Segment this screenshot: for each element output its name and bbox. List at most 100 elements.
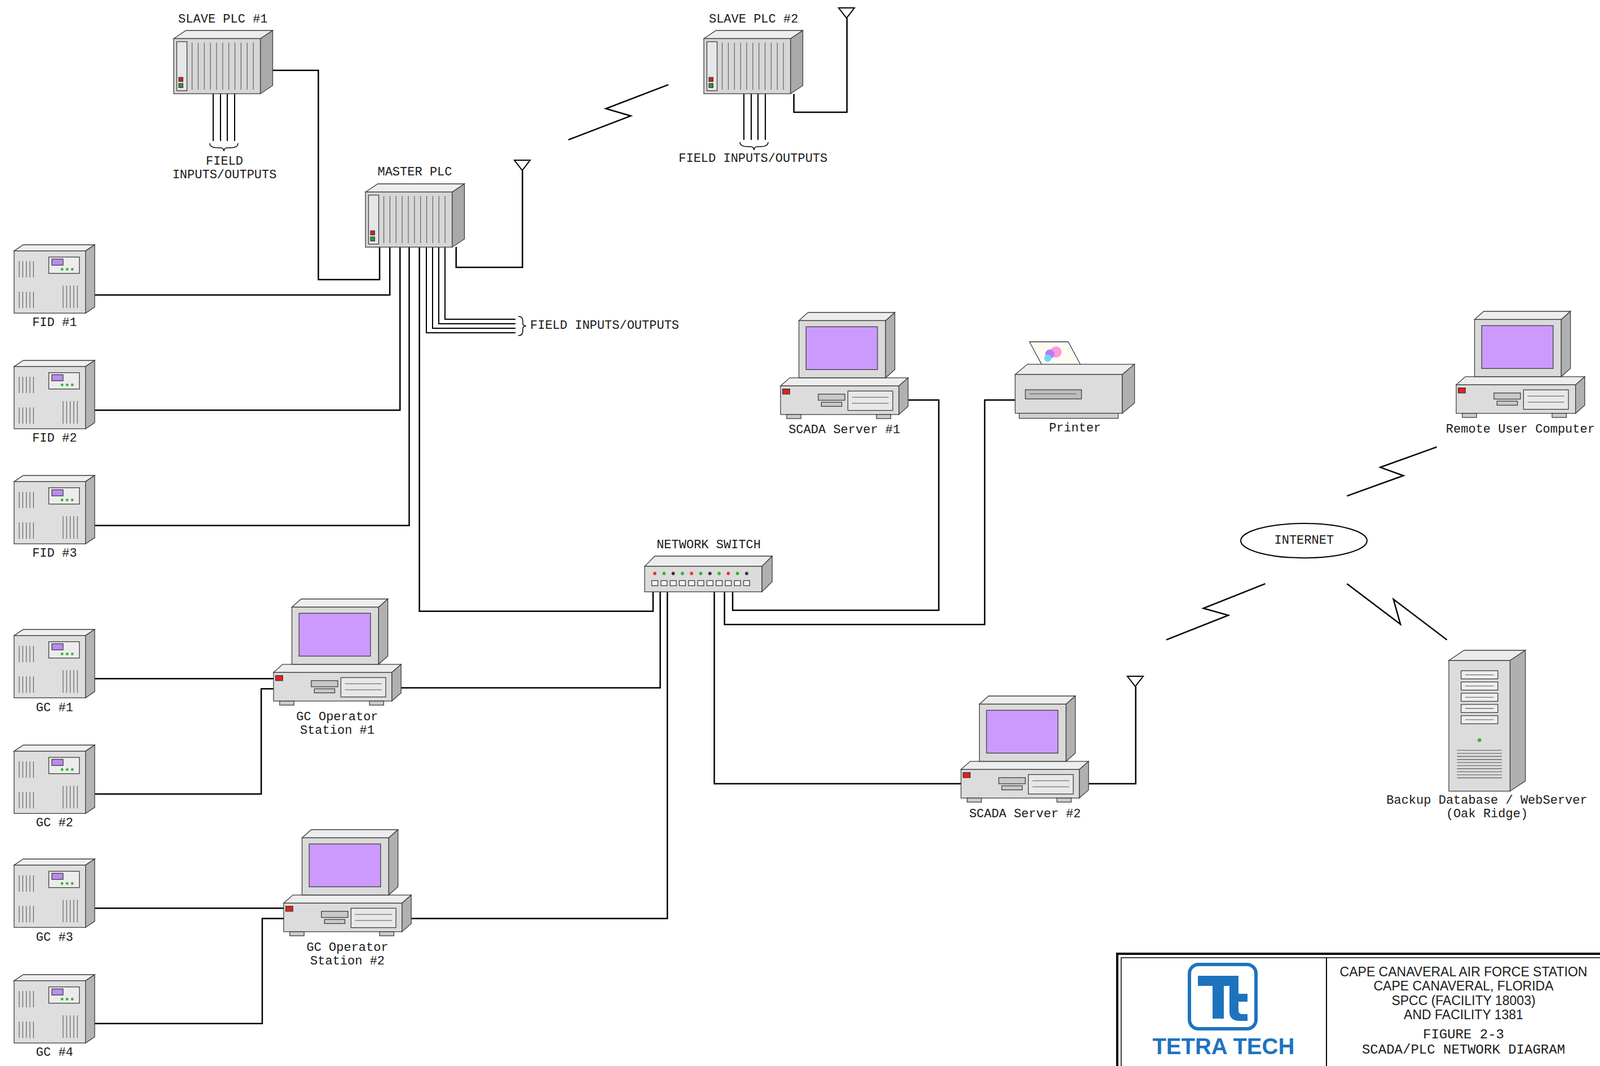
- grill-line: [852, 396, 889, 398]
- grill-line: [432, 195, 434, 243]
- grill-line: [777, 42, 778, 90]
- grill-line: [73, 785, 75, 809]
- network-switch-icon: [644, 556, 773, 592]
- led: [71, 997, 74, 1001]
- title-block-border: [1117, 953, 1600, 1066]
- connector: [272, 70, 380, 280]
- analyzer-front: [14, 865, 86, 928]
- device-label: SLAVE PLC #1: [178, 12, 268, 27]
- grill-line: [25, 522, 27, 539]
- connector: [724, 399, 1016, 625]
- grill-line: [33, 761, 34, 778]
- grill-line: [1456, 777, 1502, 778]
- device-label: GC #2: [36, 816, 74, 831]
- housing-face: [979, 695, 1076, 704]
- grill-line: [216, 42, 217, 90]
- grill-line: [25, 261, 27, 278]
- housing-face: [85, 475, 95, 544]
- grill-line: [63, 670, 64, 694]
- connector: [94, 907, 284, 910]
- analyzer-icon: [14, 745, 95, 814]
- grill-line: [345, 683, 382, 685]
- drive-bay: [311, 680, 338, 687]
- field-io-label: FIELD INPUTS/OUTPUTS: [678, 152, 828, 166]
- housing-face: [703, 30, 804, 39]
- grill-line: [33, 407, 34, 424]
- grill-line: [389, 195, 391, 243]
- grill-line: [734, 42, 735, 90]
- grill-line: [1456, 752, 1502, 754]
- led: [60, 997, 64, 1001]
- led: [65, 267, 69, 271]
- grill-line: [209, 42, 211, 90]
- cpu-module: [707, 41, 718, 91]
- housing-face: [790, 30, 804, 94]
- led: [681, 571, 685, 576]
- grill-line: [33, 645, 34, 663]
- connector: [1346, 446, 1437, 496]
- grill-line: [197, 42, 198, 90]
- grill-line: [66, 785, 68, 809]
- led: [71, 383, 74, 387]
- led: [690, 571, 694, 576]
- title-block-border: [1121, 957, 1600, 1066]
- grill-line: [22, 376, 24, 394]
- connector: [94, 677, 274, 680]
- led: [60, 267, 64, 271]
- grill-line: [25, 376, 27, 394]
- led: [699, 571, 703, 576]
- grill-line: [29, 522, 31, 539]
- grill-line: [66, 1015, 68, 1038]
- device-label: Remote User Computer: [1446, 422, 1595, 437]
- grill-line: [19, 761, 20, 778]
- housing-face: [14, 745, 95, 752]
- grill-line: [426, 195, 427, 243]
- drive-bay: [1496, 400, 1518, 405]
- logo-letter: [1229, 983, 1248, 1021]
- housing-face: [961, 761, 1089, 770]
- grill-line: [29, 906, 31, 923]
- grill-line: [1527, 401, 1565, 403]
- drive-bay: [998, 777, 1026, 784]
- grill-line: [25, 990, 27, 1008]
- connector: [94, 688, 274, 794]
- plc: SLAVE PLC #2: [703, 12, 804, 94]
- grill-line: [33, 522, 34, 539]
- monitor-screen: [805, 326, 878, 370]
- port: [725, 580, 732, 586]
- computer: Remote User Computer: [1446, 311, 1595, 437]
- antenna: [514, 160, 531, 171]
- housing-face: [898, 377, 909, 414]
- network-switch: NETWORK SWITCH: [644, 538, 773, 593]
- monitor-screen: [298, 613, 371, 656]
- paper-slot: [1025, 389, 1082, 399]
- display-screen: [51, 374, 64, 381]
- led: [708, 571, 712, 576]
- grill-line: [1029, 393, 1077, 395]
- grill-line: [22, 676, 24, 694]
- display-screen: [51, 988, 64, 995]
- led: [726, 571, 731, 576]
- title-block-line: SPCC (FACILITY 18003): [1391, 993, 1536, 1008]
- port: [651, 580, 659, 586]
- computer-icon: [273, 598, 401, 708]
- grill-line: [22, 407, 24, 424]
- grill-line: [22, 761, 24, 778]
- display-screen: [51, 759, 64, 766]
- grill-line: [444, 195, 445, 243]
- housing-face: [273, 664, 401, 673]
- grill-line: [759, 42, 760, 90]
- grill-line: [29, 491, 31, 509]
- field-wire: [212, 93, 214, 141]
- field-io-label: FIELD INPUTS/OUTPUTS: [168, 155, 281, 183]
- connector: [411, 591, 668, 919]
- server-front: [1448, 660, 1511, 792]
- connector: [419, 247, 654, 612]
- display-screen: [51, 489, 64, 496]
- power-led: [782, 388, 791, 394]
- grill-line: [420, 195, 421, 243]
- grill-line: [77, 516, 78, 539]
- device-label: GC Operator Station #2: [283, 941, 412, 969]
- device-label: MASTER PLC: [377, 165, 452, 180]
- led: [60, 383, 64, 387]
